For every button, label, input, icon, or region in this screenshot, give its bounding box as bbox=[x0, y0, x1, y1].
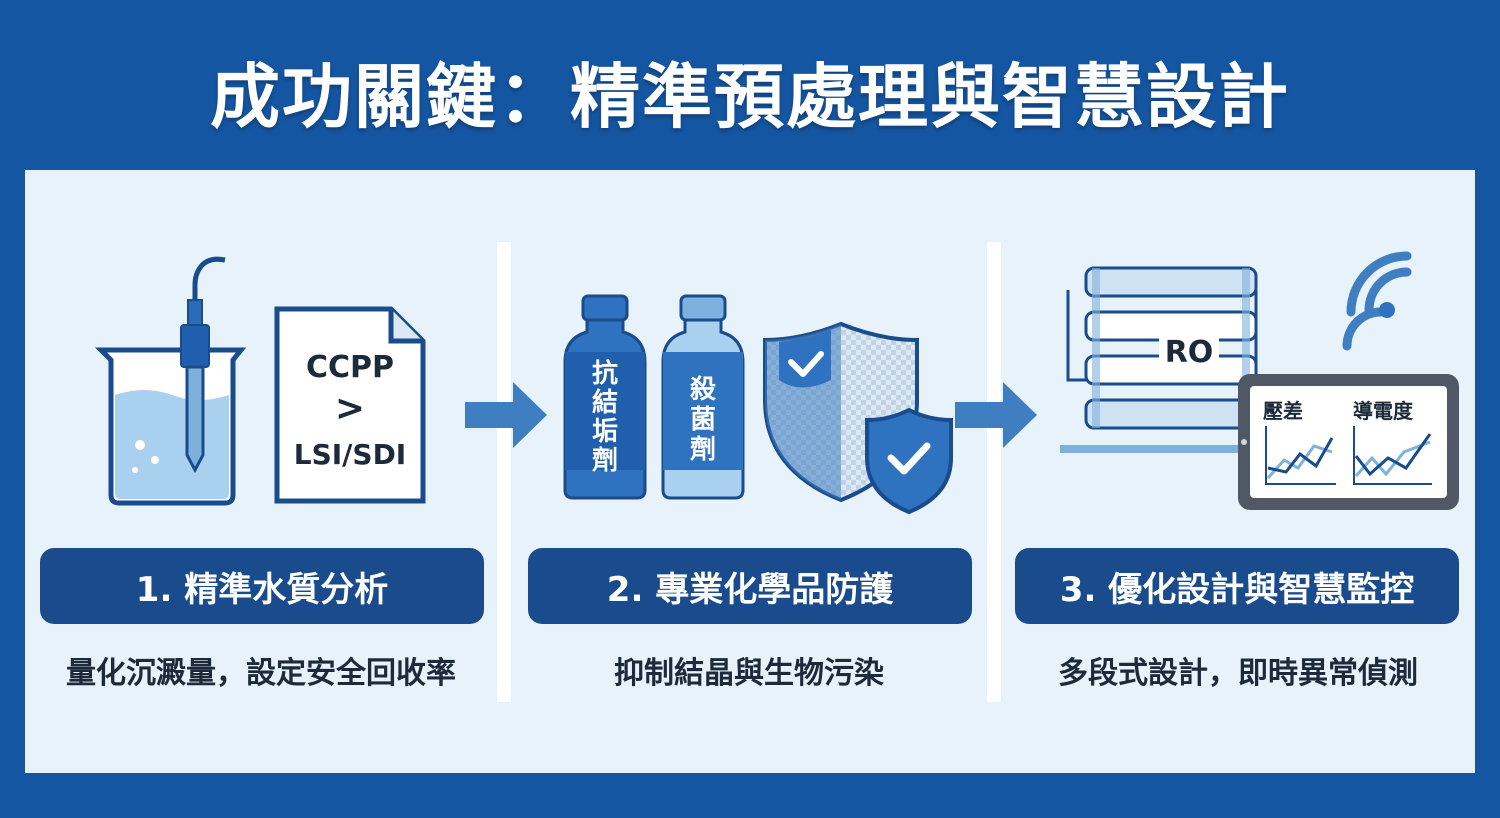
step-1: CCPP > LSI/SDI 1. 精準水質分析 量化沉澱量，設定安全回收率 bbox=[25, 170, 497, 773]
step-1-subtitle: 量化沉澱量，設定安全回收率 bbox=[66, 656, 456, 691]
bottle-2-label: 殺 菌 劑 bbox=[659, 375, 747, 465]
bottle-1-char: 抗 bbox=[591, 359, 618, 389]
ro-label: RO bbox=[1159, 335, 1219, 370]
tablet-label-conductivity: 導電度 bbox=[1353, 399, 1413, 423]
bottle-1-char: 劑 bbox=[591, 446, 618, 476]
step-2-subtitle: 抑制結晶與生物污染 bbox=[614, 656, 884, 691]
beaker-probe-icon bbox=[94, 256, 247, 506]
doc-line-ccpp: CCPP bbox=[305, 350, 394, 385]
content-panel: CCPP > LSI/SDI 1. 精準水質分析 量化沉澱量，設定安全回收率 抗… bbox=[25, 170, 1475, 773]
bottle-2-char: 菌 bbox=[689, 405, 716, 435]
bottle-2-char: 殺 bbox=[689, 375, 716, 405]
step-3: RO 壓差 導電度 3. 優化設計與智慧監控 多段式設計，即時異常偵測 bbox=[1001, 170, 1475, 773]
doc-line-gt: > bbox=[334, 388, 366, 429]
divider bbox=[987, 242, 1001, 702]
document-icon bbox=[274, 306, 426, 504]
tablet-label-pressure: 壓差 bbox=[1263, 399, 1303, 423]
step-2-title: 2. 專業化學品防護 bbox=[528, 548, 972, 624]
bottle-2-char: 劑 bbox=[689, 435, 716, 465]
bottle-1-char: 垢 bbox=[591, 417, 618, 447]
step-2: 抗 結 垢 劑 殺 菌 劑 bbox=[511, 170, 987, 773]
bottle-icon bbox=[661, 294, 745, 500]
step-3-title: 3. 優化設計與智慧監控 bbox=[1015, 548, 1459, 624]
page-title: 成功關鍵：精準預處理與智慧設計 bbox=[210, 56, 1290, 138]
step-1-title: 1. 精準水質分析 bbox=[40, 548, 484, 624]
bottle-icon bbox=[563, 294, 647, 500]
step-3-subtitle: 多段式設計，即時異常偵測 bbox=[1058, 656, 1418, 691]
doc-line-lsi-sdi: LSI/SDI bbox=[293, 438, 407, 471]
divider bbox=[497, 242, 511, 702]
arrow-right-icon bbox=[955, 382, 1037, 448]
arrow-right-icon bbox=[465, 382, 547, 448]
wifi-icon bbox=[1342, 251, 1412, 351]
bottle-1-char: 結 bbox=[591, 388, 618, 418]
tablet-chart-icon bbox=[1238, 374, 1459, 510]
shield-check-icon bbox=[763, 321, 953, 515]
bottle-1-label: 抗 結 垢 劑 bbox=[561, 360, 649, 476]
ro-system-icon bbox=[1060, 266, 1280, 453]
